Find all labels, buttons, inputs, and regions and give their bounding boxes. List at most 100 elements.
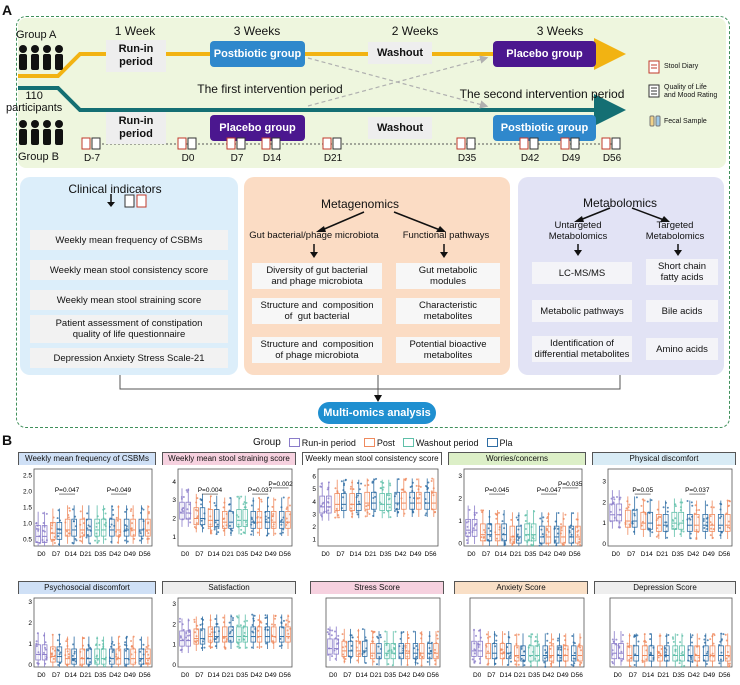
data-point bbox=[531, 536, 534, 539]
data-point bbox=[86, 512, 89, 515]
data-point bbox=[337, 516, 340, 519]
data-point bbox=[115, 516, 118, 519]
data-point bbox=[187, 619, 190, 622]
x-tick-label: D49 bbox=[265, 672, 277, 679]
box bbox=[430, 491, 437, 510]
data-point bbox=[702, 518, 705, 521]
x-tick-label: D0 bbox=[467, 551, 476, 558]
data-point bbox=[222, 529, 225, 532]
data-point bbox=[237, 523, 240, 526]
data-point bbox=[350, 503, 353, 506]
data-point bbox=[544, 652, 547, 655]
data-point bbox=[350, 515, 353, 518]
data-point bbox=[209, 641, 212, 644]
data-point bbox=[725, 639, 728, 642]
legend-fecal: Fecal Sample bbox=[664, 118, 707, 125]
data-point bbox=[373, 491, 376, 494]
data-point bbox=[181, 638, 184, 641]
data-point bbox=[424, 514, 427, 517]
x-tick-label: D42 bbox=[250, 551, 262, 558]
participants-label: 110 participants bbox=[6, 90, 63, 114]
data-point bbox=[703, 638, 706, 641]
data-point bbox=[37, 651, 40, 654]
data-point bbox=[555, 544, 558, 547]
data-point bbox=[44, 648, 47, 651]
data-point bbox=[524, 514, 527, 517]
data-point bbox=[540, 528, 543, 531]
data-point bbox=[644, 641, 647, 644]
box bbox=[50, 521, 56, 540]
metagenomics-item: Structure and composition of gut bacteri… bbox=[252, 298, 382, 324]
data-point bbox=[719, 502, 722, 505]
data-point bbox=[665, 525, 668, 528]
data-point bbox=[237, 642, 240, 645]
data-point bbox=[327, 653, 330, 656]
data-point bbox=[534, 635, 537, 638]
data-point bbox=[66, 644, 69, 647]
data-point bbox=[349, 487, 352, 490]
data-point bbox=[552, 661, 555, 664]
data-point bbox=[86, 533, 89, 536]
data-point bbox=[265, 622, 268, 625]
data-point bbox=[410, 485, 413, 488]
data-point bbox=[468, 508, 471, 511]
data-point bbox=[118, 533, 121, 536]
data-point bbox=[193, 526, 196, 529]
data-point bbox=[196, 509, 199, 512]
data-point bbox=[187, 488, 190, 491]
data-point bbox=[379, 501, 382, 504]
data-point bbox=[119, 531, 122, 534]
day-label: D42 bbox=[520, 153, 540, 164]
data-point bbox=[503, 527, 506, 530]
data-point bbox=[180, 648, 183, 651]
x-tick-label: D21 bbox=[80, 551, 92, 558]
box bbox=[199, 507, 206, 526]
data-point bbox=[516, 646, 519, 649]
panel-a-label: A bbox=[2, 2, 13, 18]
data-point bbox=[544, 665, 547, 668]
data-point bbox=[482, 509, 485, 512]
data-point bbox=[483, 535, 486, 538]
data-point bbox=[79, 510, 82, 513]
data-point bbox=[681, 651, 684, 654]
data-point bbox=[572, 541, 575, 544]
box bbox=[228, 626, 234, 643]
data-point bbox=[142, 648, 145, 651]
data-point bbox=[486, 636, 489, 639]
data-point bbox=[344, 645, 347, 648]
data-point bbox=[266, 505, 269, 508]
chart-title: Weekly mean stool consistency score bbox=[302, 452, 442, 465]
data-point bbox=[428, 652, 431, 655]
data-point bbox=[365, 647, 368, 650]
data-point bbox=[520, 645, 523, 648]
data-point bbox=[614, 643, 617, 646]
x-tick-label: D0 bbox=[181, 672, 190, 679]
data-point bbox=[271, 634, 274, 637]
data-point bbox=[108, 525, 111, 528]
data-point bbox=[67, 514, 70, 517]
x-tick-label: D7 bbox=[487, 672, 496, 679]
data-point bbox=[577, 529, 580, 532]
data-point bbox=[431, 491, 434, 494]
x-tick-label: D42 bbox=[539, 551, 551, 558]
data-point bbox=[694, 504, 697, 507]
data-point bbox=[523, 650, 526, 653]
data-point bbox=[432, 494, 435, 497]
data-point bbox=[132, 647, 135, 650]
week-label-4: 3 Weeks bbox=[536, 24, 584, 38]
data-point bbox=[118, 535, 121, 538]
box bbox=[130, 518, 136, 537]
data-point bbox=[253, 614, 256, 617]
data-point bbox=[213, 631, 216, 634]
data-point bbox=[395, 507, 398, 510]
data-point bbox=[54, 654, 57, 657]
data-point bbox=[424, 498, 427, 501]
data-point bbox=[397, 511, 400, 514]
data-point bbox=[572, 657, 575, 660]
box bbox=[409, 491, 416, 510]
data-point bbox=[546, 529, 549, 532]
data-point bbox=[210, 529, 213, 532]
chart-title: Satisfaction bbox=[162, 581, 296, 594]
data-point bbox=[513, 538, 516, 541]
metabolomics-item: Bile acids bbox=[646, 300, 718, 322]
